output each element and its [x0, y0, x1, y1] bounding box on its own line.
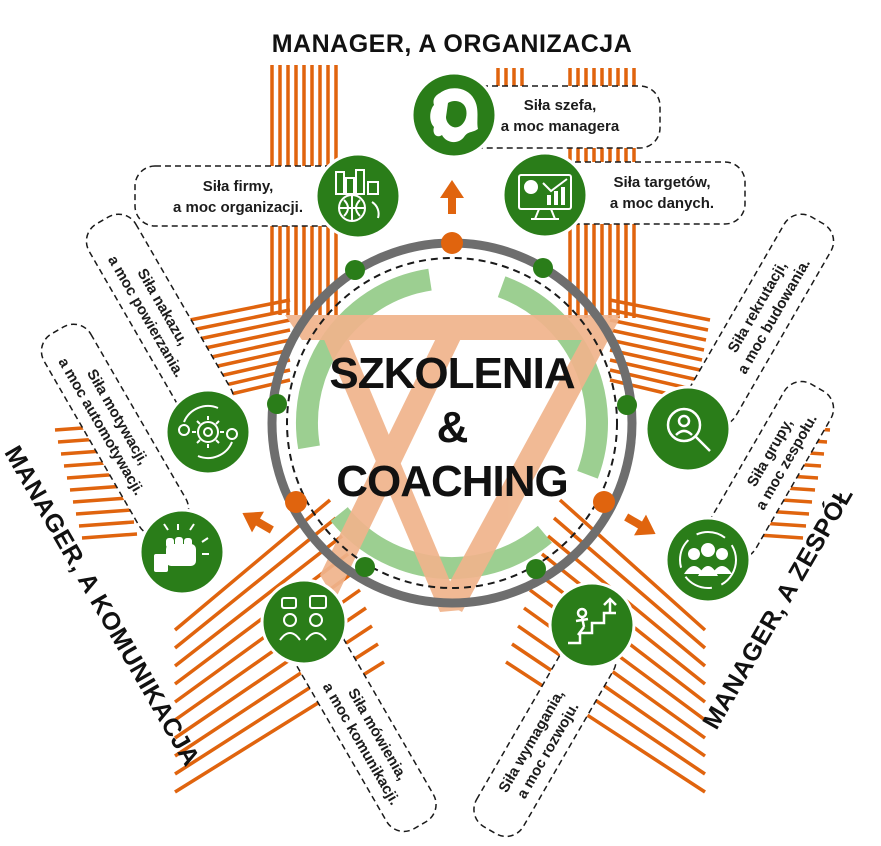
team-icon [664, 516, 752, 604]
stripe [552, 516, 707, 650]
people-chat-icon [260, 578, 348, 666]
ring-dot-green [617, 395, 637, 415]
stairs-climb-icon [548, 581, 636, 669]
ring-dot-green [267, 394, 287, 414]
stripe [609, 348, 701, 372]
stripe [75, 508, 132, 516]
center-title-line3: COACHING [336, 457, 568, 506]
stripe [609, 318, 707, 342]
stripe [197, 338, 291, 362]
stripe [191, 308, 291, 332]
orange-triangle [285, 315, 620, 612]
magnifier-person-icon [644, 385, 732, 473]
stripe [558, 498, 707, 632]
svg-text:a moc danych.: a moc danych. [610, 195, 714, 212]
center-title-line2: & [437, 403, 468, 452]
green-ring-arcs [296, 267, 608, 579]
ring-dot-green [533, 258, 553, 278]
arrow-up [440, 180, 464, 214]
stripe [189, 298, 291, 322]
svg-text:a moc organizacji.: a moc organizacji. [173, 199, 303, 216]
callout-szef: Siła szefa, a moc managera [451, 85, 661, 149]
arrow-down-right [624, 513, 656, 536]
callout-firma: Siła firmy, a moc organizacji. [134, 165, 356, 227]
svg-text:Siła firmy,: Siła firmy, [203, 178, 274, 195]
analytics-monitor-icon [501, 151, 589, 239]
section-title-organizacja: MANAGER, A ORGANIZACJA [272, 30, 633, 58]
arrow-down-left [242, 511, 274, 534]
stripe [78, 520, 135, 528]
svg-text:Siła targetów,: Siła targetów, [614, 174, 711, 191]
stripe [81, 532, 138, 540]
stripe [517, 624, 706, 758]
callout-grupa: Siła grupy, a moc zespołu. [705, 380, 835, 560]
stripe [609, 308, 709, 332]
callout-target: Siła targetów, a moc danych. [534, 161, 746, 225]
ring-dot-green [526, 559, 546, 579]
stripe [609, 338, 703, 362]
stripe [505, 660, 706, 794]
ring-dot-orange-right [593, 491, 615, 513]
ring-dot-orange-left [285, 491, 307, 513]
lion-head-icon [410, 71, 498, 159]
stripe [511, 642, 706, 776]
svg-text:a moc managera: a moc managera [501, 118, 620, 135]
city-globe-icon [314, 152, 402, 240]
stripe [193, 318, 291, 342]
stripe [72, 496, 129, 504]
inner-dashed-ring [286, 257, 618, 589]
stripe [195, 328, 291, 352]
center-title-line1: SZKOLENIA [329, 349, 574, 398]
stripe [173, 534, 344, 668]
stripe [609, 298, 711, 322]
ring-dot-green [345, 260, 365, 280]
fist-icon [138, 508, 226, 596]
ring-dot-orange-top [441, 232, 463, 254]
gear-cycle-icon [164, 388, 252, 476]
ring-dot-green [355, 557, 375, 577]
svg-text:Siła szefa,: Siła szefa, [524, 97, 597, 114]
stripe [609, 328, 705, 352]
center-ring [267, 232, 637, 612]
